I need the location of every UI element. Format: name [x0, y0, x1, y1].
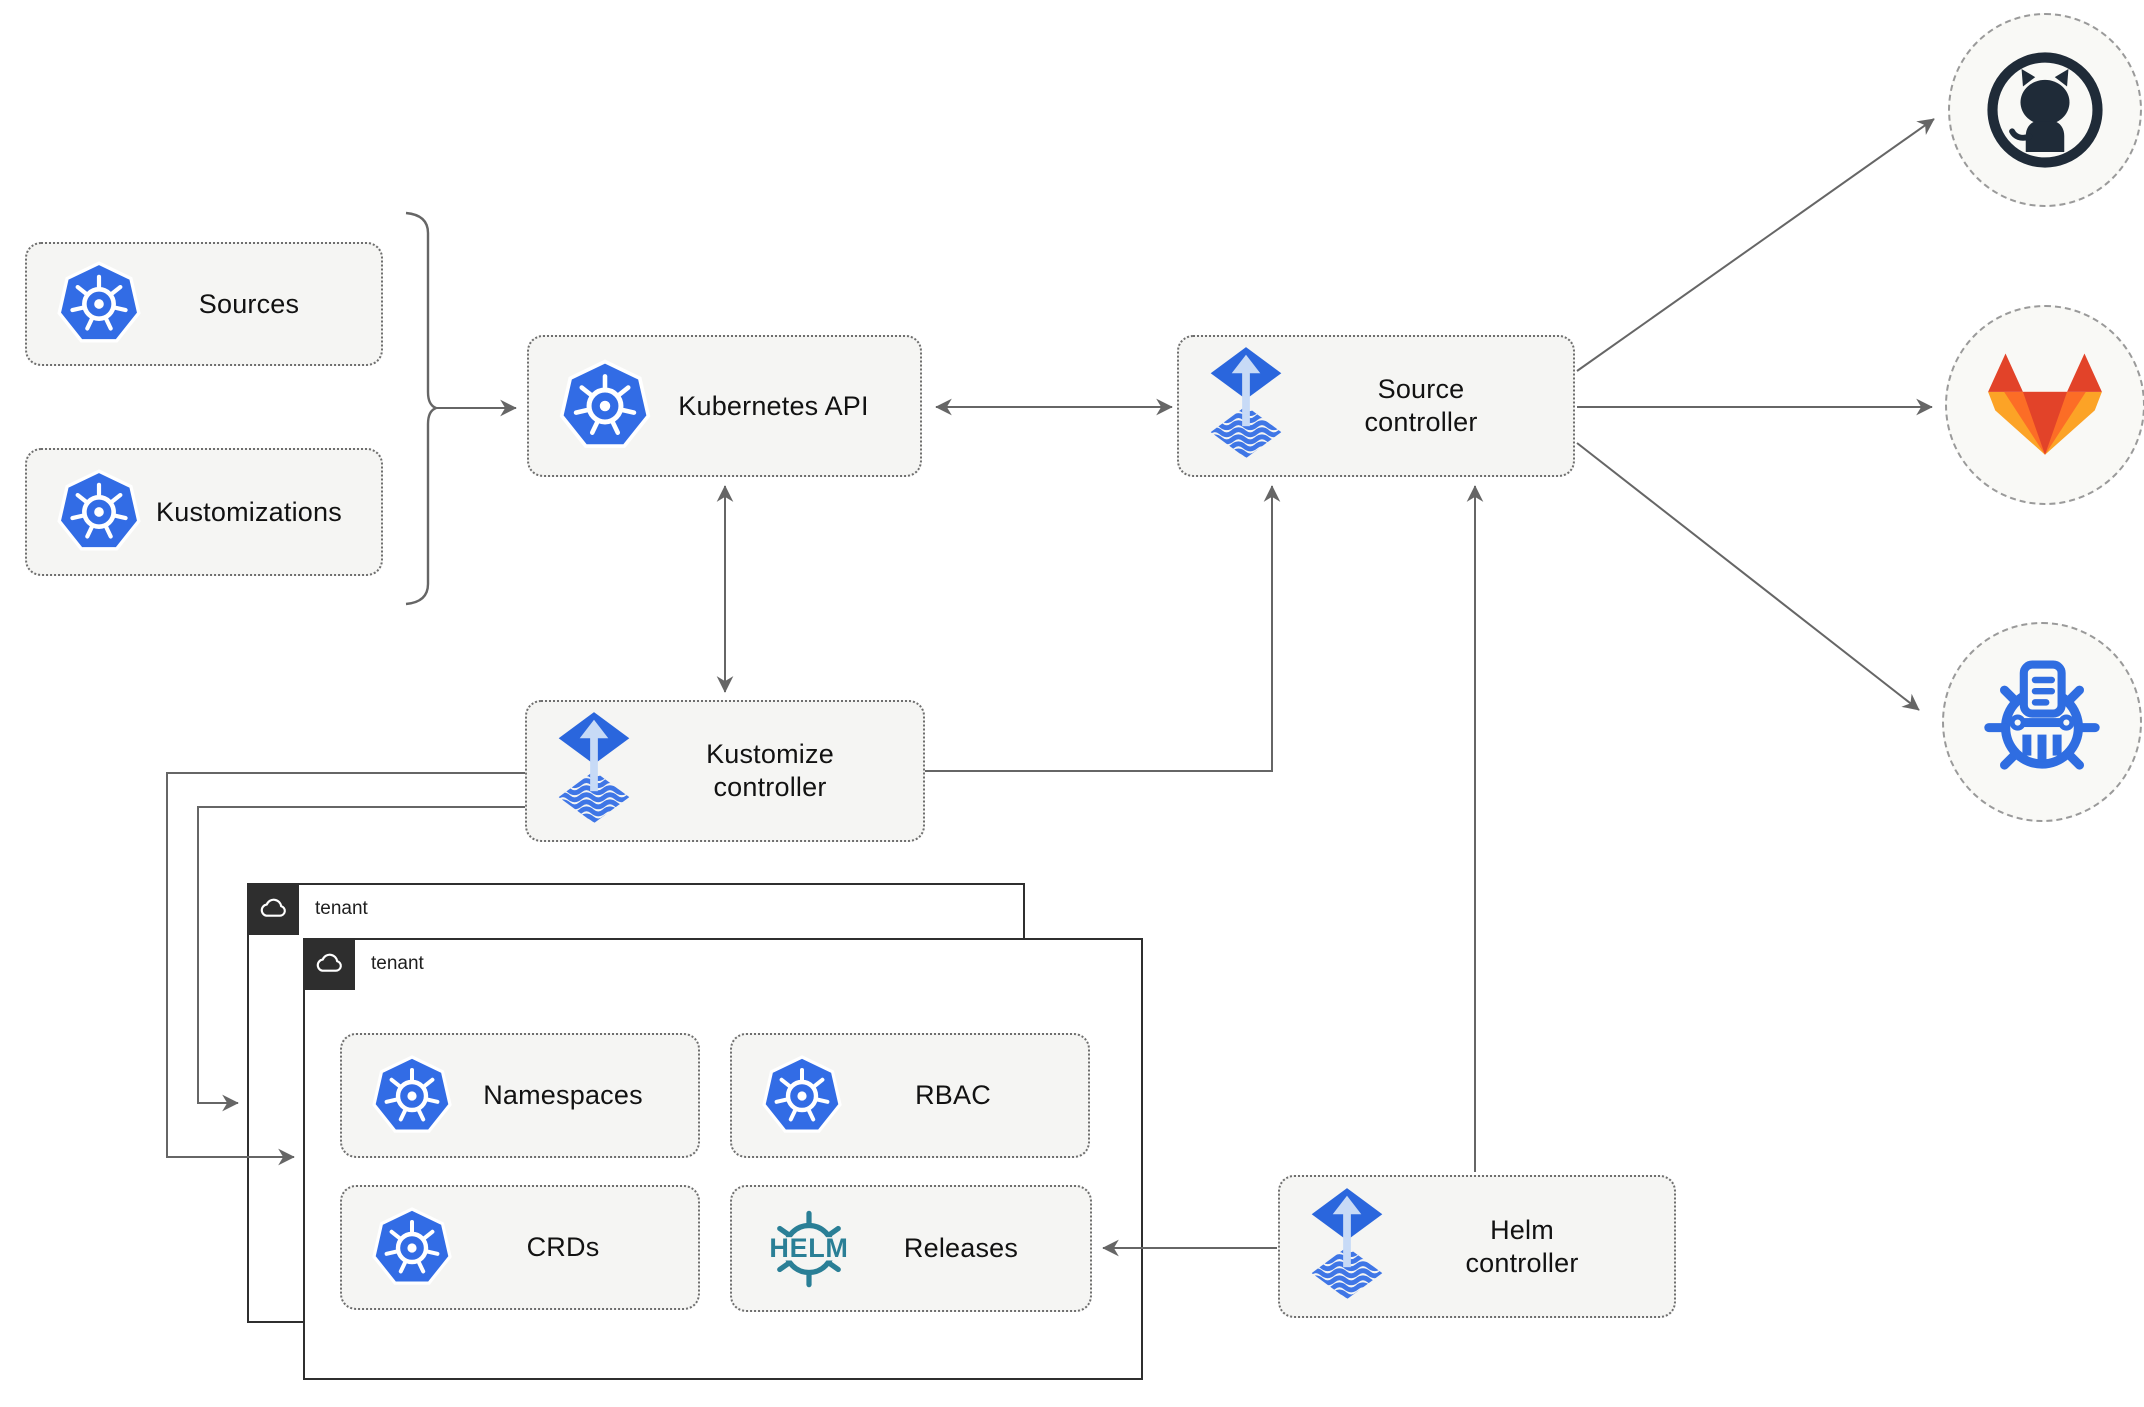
endpoint-harbor [1942, 622, 2142, 822]
endpoint-gitlab [1945, 305, 2144, 505]
tenant-label: tenant [315, 898, 368, 919]
kubernetes-icon [762, 1053, 842, 1139]
harbor-icon [1972, 652, 2112, 792]
connector-brace [405, 211, 440, 606]
node-crds: CRDs [340, 1185, 700, 1310]
node-sources: Sources [25, 242, 383, 366]
node-label: CRDs [526, 1232, 600, 1263]
connector-source-to-github [1576, 118, 1935, 372]
kubernetes-icon [57, 259, 141, 349]
node-label: Sources [198, 288, 300, 319]
node-label: Namespaces [483, 1080, 643, 1111]
node-releases: Releases [730, 1185, 1092, 1312]
node-label: Kustomizations [156, 496, 342, 527]
node-helm-controller: Helm controller [1278, 1175, 1676, 1318]
node-source-controller: Source controller [1177, 335, 1575, 477]
tenant-group-inner: tenant [303, 938, 1143, 1380]
cloud-icon [313, 948, 345, 980]
kubernetes-icon [559, 357, 651, 455]
node-rbac: RBAC [730, 1033, 1090, 1158]
flux-icon [1209, 347, 1283, 465]
kubernetes-icon [372, 1053, 452, 1139]
node-kustomize-controller: Kustomize controller [525, 700, 925, 842]
node-label: Kustomize controller [706, 739, 834, 802]
kubernetes-icon [57, 467, 141, 557]
node-kubernetes-api: Kubernetes API [527, 335, 922, 477]
flux-icon [557, 712, 631, 830]
node-label: RBAC [915, 1080, 991, 1111]
node-label: Releases [903, 1233, 1019, 1264]
helm-icon [762, 1202, 856, 1296]
endpoint-github [1948, 13, 2142, 207]
node-kustomizations: Kustomizations [25, 448, 383, 576]
flux-icon [1310, 1188, 1384, 1306]
cloud-badge [247, 883, 299, 935]
connector-source-to-harbor [1576, 442, 1920, 711]
node-namespaces: Namespaces [340, 1033, 700, 1158]
gitlab-icon [1981, 348, 2109, 462]
node-label: Helm controller [1465, 1214, 1579, 1278]
cloud-badge [303, 938, 355, 990]
node-label: Kubernetes API [678, 390, 869, 421]
connector-kustomize-to-source [925, 485, 1281, 772]
cloud-icon [257, 893, 289, 925]
github-icon [1982, 47, 2108, 173]
node-label: Source controller [1364, 374, 1478, 437]
kubernetes-icon [372, 1205, 452, 1291]
tenant-label: tenant [371, 953, 424, 974]
